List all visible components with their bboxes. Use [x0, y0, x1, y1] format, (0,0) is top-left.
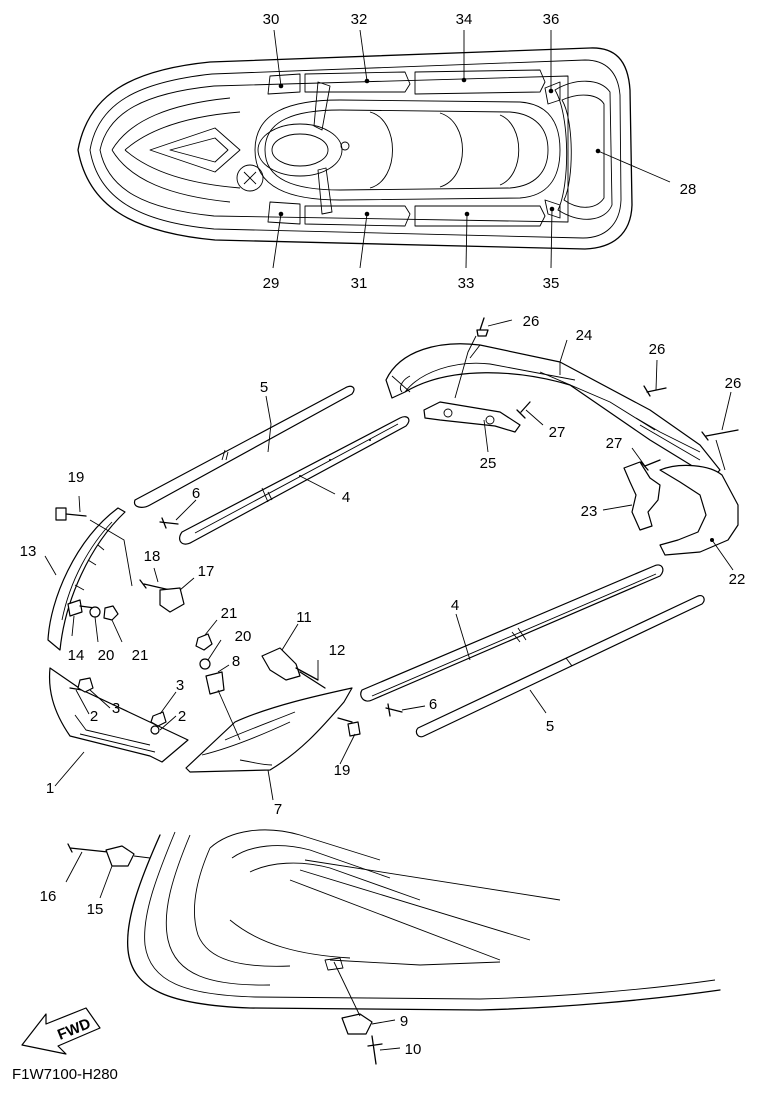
callout-34: 34: [456, 11, 473, 28]
callout-22: 22: [729, 571, 746, 588]
callout-1: 1: [46, 780, 54, 797]
callout-10: 10: [405, 1041, 422, 1058]
callout-7: 7: [274, 801, 282, 818]
callout-19-upper: 19: [68, 469, 85, 486]
callout-15: 15: [87, 901, 104, 918]
callout-2-left: 2: [90, 708, 98, 725]
callout-11: 11: [296, 609, 312, 626]
callout-20-left: 20: [98, 647, 115, 664]
callout-13: 13: [20, 543, 37, 560]
callout-23: 23: [581, 503, 598, 520]
callout-6-lower: 6: [429, 696, 437, 713]
side-rails: [133, 385, 705, 738]
callout-20-right: 20: [235, 628, 252, 645]
callout-labels: 30 32 34 36 28 29 31 33 35 26 24 26 26 5…: [20, 11, 746, 1058]
callout-18: 18: [144, 548, 161, 565]
callout-3-left: 3: [112, 700, 120, 717]
callout-33: 33: [458, 275, 475, 292]
callout-12: 12: [329, 642, 346, 659]
callout-26-right: 26: [725, 375, 742, 392]
fwd-arrow-icon: FWD: [21, 1007, 101, 1055]
callout-36: 36: [543, 11, 560, 28]
callout-30: 30: [263, 11, 280, 28]
figure-code: F1W7100-H280: [12, 1066, 118, 1083]
callout-8: 8: [232, 653, 240, 670]
callout-26-mid: 26: [649, 341, 666, 358]
bow-view: [65, 829, 721, 1065]
callout-5-lower: 5: [546, 718, 554, 735]
callout-16: 16: [40, 888, 57, 905]
callout-2-right: 2: [178, 708, 186, 725]
callout-4-lower: 4: [451, 597, 459, 614]
callout-31: 31: [351, 275, 368, 292]
callout-14: 14: [68, 647, 85, 664]
callout-3-right: 3: [176, 677, 184, 694]
callout-35: 35: [543, 275, 560, 292]
callout-26-top: 26: [523, 313, 540, 330]
stern-assembly: [385, 317, 739, 571]
callout-17: 17: [198, 563, 215, 580]
callout-4-upper: 4: [342, 489, 350, 506]
callout-21-right: 21: [221, 605, 238, 622]
watercraft-top-view: [77, 29, 671, 269]
callout-29: 29: [263, 275, 280, 292]
callout-25: 25: [480, 455, 497, 472]
callout-21-left: 21: [132, 647, 149, 664]
callout-6-upper: 6: [192, 485, 200, 502]
front-assembly: [44, 495, 361, 801]
callout-9: 9: [400, 1013, 408, 1030]
callout-5-upper: 5: [260, 379, 268, 396]
callout-24: 24: [576, 327, 593, 344]
callout-28: 28: [680, 181, 697, 198]
callout-32: 32: [351, 11, 368, 28]
callout-27-left: 27: [549, 424, 566, 441]
callout-27-right: 27: [606, 435, 623, 452]
callout-19-lower: 19: [334, 762, 351, 779]
